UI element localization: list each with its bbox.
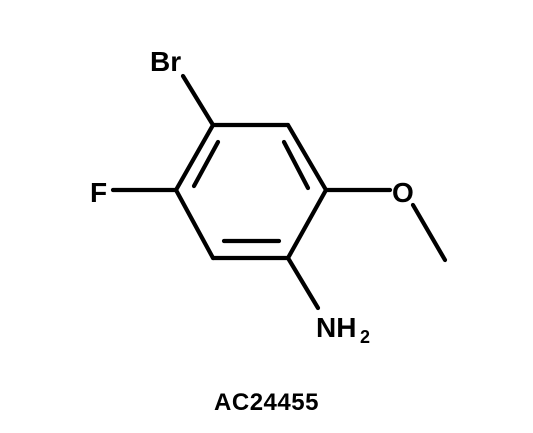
double-bond-inner-c2-c3 [281, 139, 311, 191]
bond-c4-amine [285, 255, 321, 311]
atom-label-bromine: Br [150, 46, 181, 77]
atom-label-fluorine: F [90, 177, 107, 208]
ring-bond-c6-c1 [173, 122, 216, 193]
atom-label-amine: NH [316, 312, 356, 343]
compound-id-label: AC24455 [214, 389, 319, 416]
ring-bond-c5-c6 [173, 187, 216, 261]
atom-label-oxygen: O [392, 177, 414, 208]
ring-bond-c2-c3 [285, 122, 329, 193]
atom-label-amine-subscript: 2 [360, 327, 370, 347]
bond-oxygen-methyl [410, 202, 448, 263]
ring-bond-c3-c4 [285, 187, 329, 261]
double-bond-inner-c1-c6 [191, 139, 221, 189]
bond-c1-bromine [180, 73, 216, 128]
